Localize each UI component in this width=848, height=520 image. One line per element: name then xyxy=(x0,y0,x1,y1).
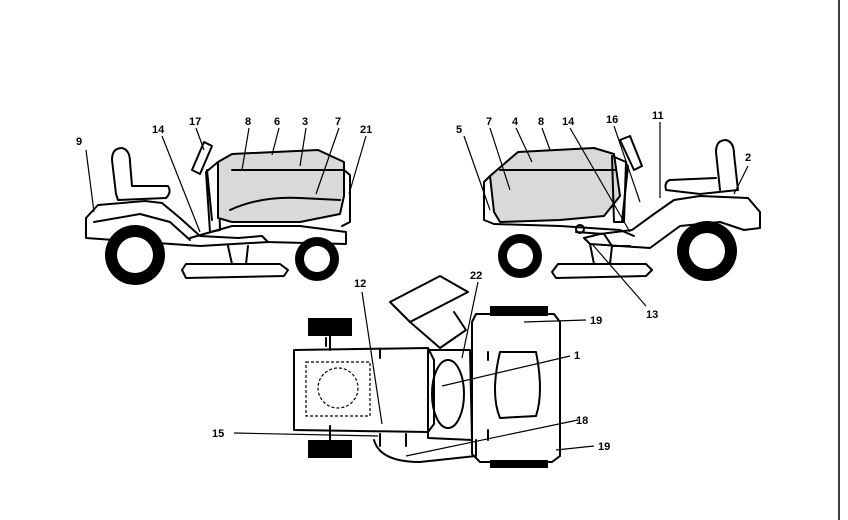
front-tire-bottom xyxy=(308,440,352,458)
rear-tire-top xyxy=(490,306,548,316)
header-fragment: ~ ~ xyxy=(770,0,786,5)
seat-top xyxy=(494,351,541,419)
rear-body-top xyxy=(471,313,561,463)
callout-labels-top: 12 22 19 1 15 18 19 xyxy=(212,270,610,453)
rear-tire-bottom xyxy=(490,460,548,468)
discharge-chute xyxy=(389,275,469,323)
callout-labels-left: 9 14 17 8 6 3 7 21 xyxy=(76,116,372,148)
decal-marks xyxy=(325,337,489,447)
callout-label: 19 xyxy=(590,315,602,327)
callout-labels-right: 5 7 4 8 14 16 11 2 13 xyxy=(456,110,751,321)
lever-knob xyxy=(575,224,585,234)
callout-label: 18 xyxy=(576,415,588,427)
callout-label: 22 xyxy=(470,270,482,282)
callout-label: 8 xyxy=(538,116,544,128)
callout-label: 12 xyxy=(354,278,366,290)
callout-label: 21 xyxy=(360,124,372,136)
seat xyxy=(664,139,739,195)
callout-label: 7 xyxy=(335,116,341,128)
steering-column xyxy=(206,169,213,221)
rear-fender xyxy=(85,200,269,247)
callout-label: 14 xyxy=(562,116,575,128)
deck-hanger xyxy=(227,245,249,265)
mower-deck xyxy=(181,263,289,279)
front-wheel-hub xyxy=(507,243,533,269)
callout-label: 7 xyxy=(486,116,492,128)
steering-wheel-top xyxy=(431,359,465,429)
callout-label: 15 xyxy=(212,428,224,440)
deck-hanger xyxy=(589,243,613,265)
callout-label: 5 xyxy=(456,124,462,136)
callout-label: 16 xyxy=(606,114,618,126)
front-tire-top xyxy=(308,318,352,336)
steering-column xyxy=(621,165,629,223)
steering-wheel xyxy=(619,135,643,171)
header-fragments: - ~~~ ~~~~ ~ ~ xyxy=(318,0,786,5)
front-grille xyxy=(483,175,495,225)
front-grille xyxy=(341,169,351,227)
callout-label: 4 xyxy=(512,116,519,128)
hood-side xyxy=(229,196,341,211)
callout-label: 3 xyxy=(302,116,308,128)
fender-inner-line xyxy=(93,213,191,241)
callout-label: 2 xyxy=(745,152,751,164)
steering-wheel xyxy=(191,141,213,175)
chute-base xyxy=(409,311,467,349)
callout-label: 14 xyxy=(152,124,165,136)
callout-label: 17 xyxy=(189,116,201,128)
mower-deck xyxy=(551,263,653,279)
callout-label: 9 xyxy=(76,136,82,148)
callout-label: 11 xyxy=(652,110,664,122)
callout-label: 8 xyxy=(245,116,251,128)
callout-label: 1 xyxy=(574,350,580,362)
header-fragment: - xyxy=(318,0,322,5)
seat xyxy=(111,147,171,201)
rear-wheel-hub xyxy=(117,237,153,273)
callout-label: 6 xyxy=(274,116,280,128)
callout-label: 13 xyxy=(646,309,658,321)
front-wheel-hub xyxy=(304,246,330,272)
callout-label: 19 xyxy=(598,441,610,453)
engine-outline xyxy=(305,361,371,417)
hood-top xyxy=(293,347,435,433)
mower-deck-top xyxy=(373,439,477,463)
frame-rail xyxy=(493,223,635,237)
hood xyxy=(489,147,621,223)
header-fragment: ~~~~ xyxy=(430,0,456,5)
lift-lever xyxy=(575,231,631,247)
hood xyxy=(217,149,345,223)
engine-flywheel-outline xyxy=(317,367,359,409)
rear-wheel-hub xyxy=(689,233,725,269)
header-fragment: ~~~ xyxy=(382,0,402,5)
tractor-right-side-view xyxy=(483,135,761,281)
tractor-top-view xyxy=(293,275,561,468)
leader-lines xyxy=(85,122,749,457)
tractor-left-side-view xyxy=(85,141,351,285)
